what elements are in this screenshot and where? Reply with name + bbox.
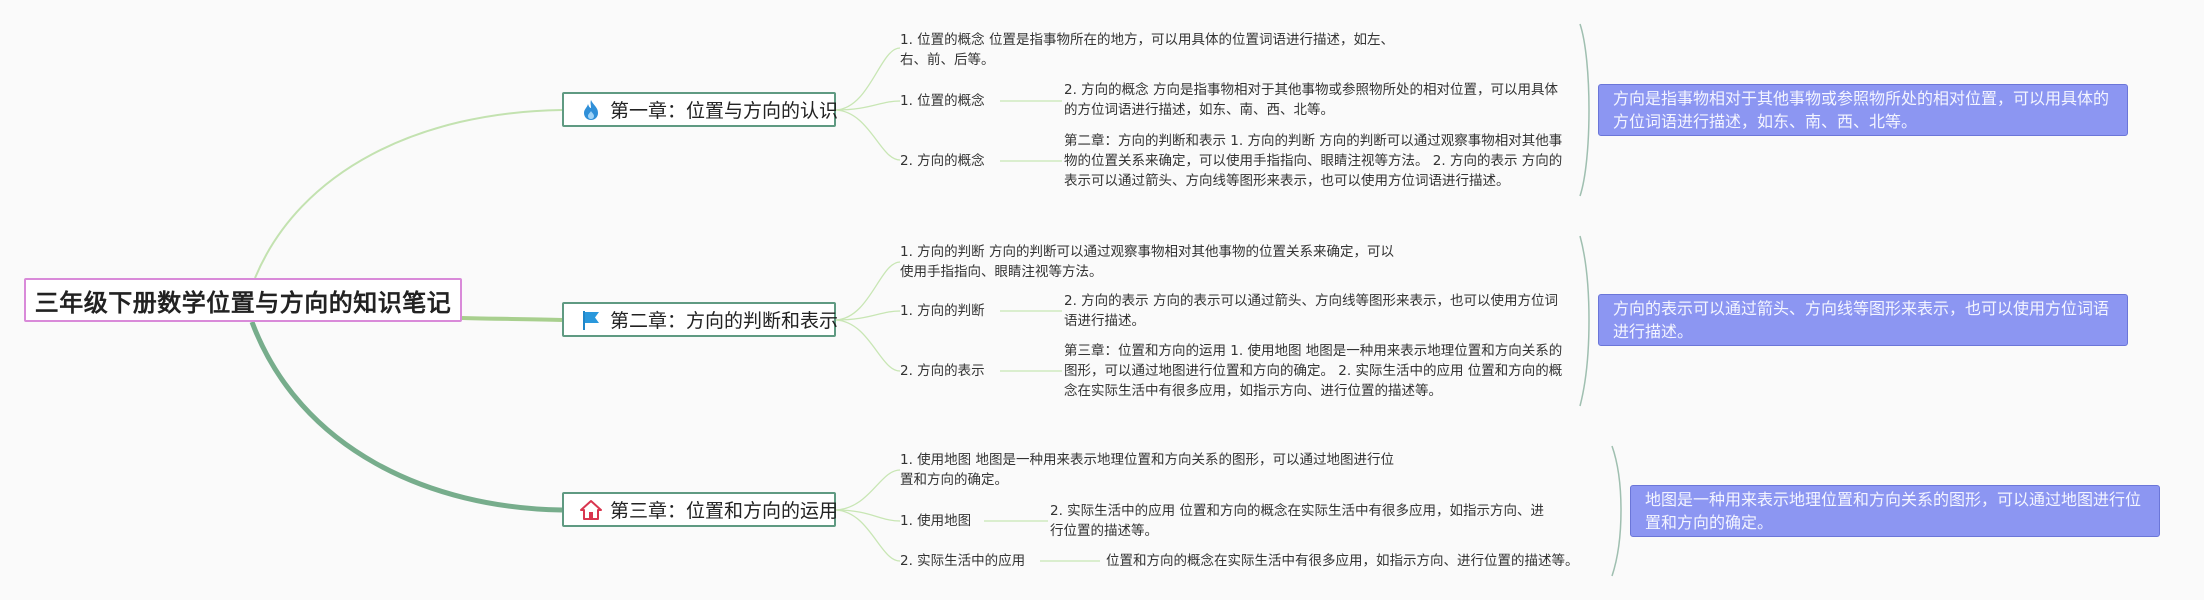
ch2-link-c bbox=[835, 319, 901, 372]
root-topic[interactable]: 三年级下册数学位置与方向的知识笔记 bbox=[24, 278, 462, 322]
ch2-item-1[interactable]: 1. 方向的判断 方向的判断可以通过观察事物相对其他事物的位置关系来确定，可以使… bbox=[900, 244, 1394, 280]
ch3-detail-2[interactable]: 位置和方向的概念在实际生活中有很多应用，如指示方向、进行位置的描述等。 bbox=[1106, 553, 1579, 569]
ch1-summary-bracket bbox=[1579, 23, 1590, 197]
chapter-1-title: 第一章：位置与方向的认识 bbox=[610, 100, 839, 122]
ch1-item-3[interactable]: 2. 方向的概念 bbox=[900, 153, 985, 169]
ch3-summary[interactable]: 地图是一种用来表示地理位置和方向关系的图形，可以通过地图进行位置和方向的确定。 bbox=[1630, 485, 2160, 537]
ch1-link-c bbox=[835, 109, 901, 161]
ch1-item-2[interactable]: 1. 位置的概念 bbox=[900, 93, 985, 109]
ch2-link-a bbox=[835, 261, 901, 321]
house-icon bbox=[580, 499, 602, 521]
ch1-link-b bbox=[835, 100, 901, 111]
chapter-3-topic[interactable]: 第三章：位置和方向的运用 bbox=[562, 492, 839, 527]
ch2-detail-1[interactable]: 2. 方向的表示 方向的表示可以通过箭头、方向线等图形来表示，也可以使用方位词语… bbox=[1064, 293, 1558, 329]
ch1-detail-1[interactable]: 2. 方向的概念 方向是指事物相对于其他事物或参照物所处的相对位置，可以用具体的… bbox=[1064, 82, 1558, 118]
branch-line-1 bbox=[254, 109, 563, 279]
ch2-link-b bbox=[835, 310, 901, 321]
ch1-link-a bbox=[835, 47, 901, 111]
ch2-item-3[interactable]: 2. 方向的表示 bbox=[900, 363, 985, 379]
ch3-link-a bbox=[835, 469, 901, 511]
ch3-item-2[interactable]: 1. 使用地图 bbox=[900, 513, 972, 529]
ch1-detail-2[interactable]: 第二章：方向的判断和表示 1. 方向的判断 方向的判断可以通过观察事物相对其他事… bbox=[1064, 133, 1563, 189]
ch3-link-c bbox=[835, 509, 901, 562]
ch2-summary[interactable]: 方向的表示可以通过箭头、方向线等图形来表示，也可以使用方位词语进行描述。 bbox=[1598, 294, 2128, 346]
ch3-item-3[interactable]: 2. 实际生活中的应用 bbox=[900, 553, 1026, 569]
root-title: 三年级下册数学位置与方向的知识笔记 bbox=[34, 288, 452, 317]
ch3-detail-1[interactable]: 2. 实际生活中的应用 位置和方向的概念在实际生活中有很多应用，如指示方向、进行… bbox=[1050, 503, 1544, 539]
flag-icon bbox=[580, 309, 602, 331]
fire-icon bbox=[580, 99, 602, 121]
ch1-summary[interactable]: 方向是指事物相对于其他事物或参照物所处的相对位置，可以用具体的方位词语进行描述，… bbox=[1598, 84, 2128, 136]
chapter-3-title: 第三章：位置和方向的运用 bbox=[610, 500, 839, 522]
ch1-item-1[interactable]: 1. 位置的概念 位置是指事物所在的地方，可以用具体的位置词语进行描述，如左、右… bbox=[900, 32, 1394, 68]
branch-line-2 bbox=[461, 316, 563, 322]
ch3-summary-bracket bbox=[1611, 445, 1622, 577]
chapter-1-topic[interactable]: 第一章：位置与方向的认识 bbox=[562, 92, 839, 127]
ch3-item-1[interactable]: 1. 使用地图 地图是一种用来表示地理位置和方向关系的图形，可以通过地图进行位置… bbox=[900, 452, 1394, 488]
ch2-detail-2[interactable]: 第三章：位置和方向的运用 1. 使用地图 地图是一种用来表示地理位置和方向关系的… bbox=[1064, 343, 1563, 399]
chapter-2-title: 第二章：方向的判断和表示 bbox=[610, 310, 839, 332]
branch-line-3 bbox=[249, 321, 563, 513]
chapter-2-topic[interactable]: 第二章：方向的判断和表示 bbox=[562, 302, 839, 337]
ch2-item-2[interactable]: 1. 方向的判断 bbox=[900, 303, 985, 319]
ch2-summary-bracket bbox=[1579, 235, 1590, 407]
ch3-link-b bbox=[835, 509, 901, 522]
